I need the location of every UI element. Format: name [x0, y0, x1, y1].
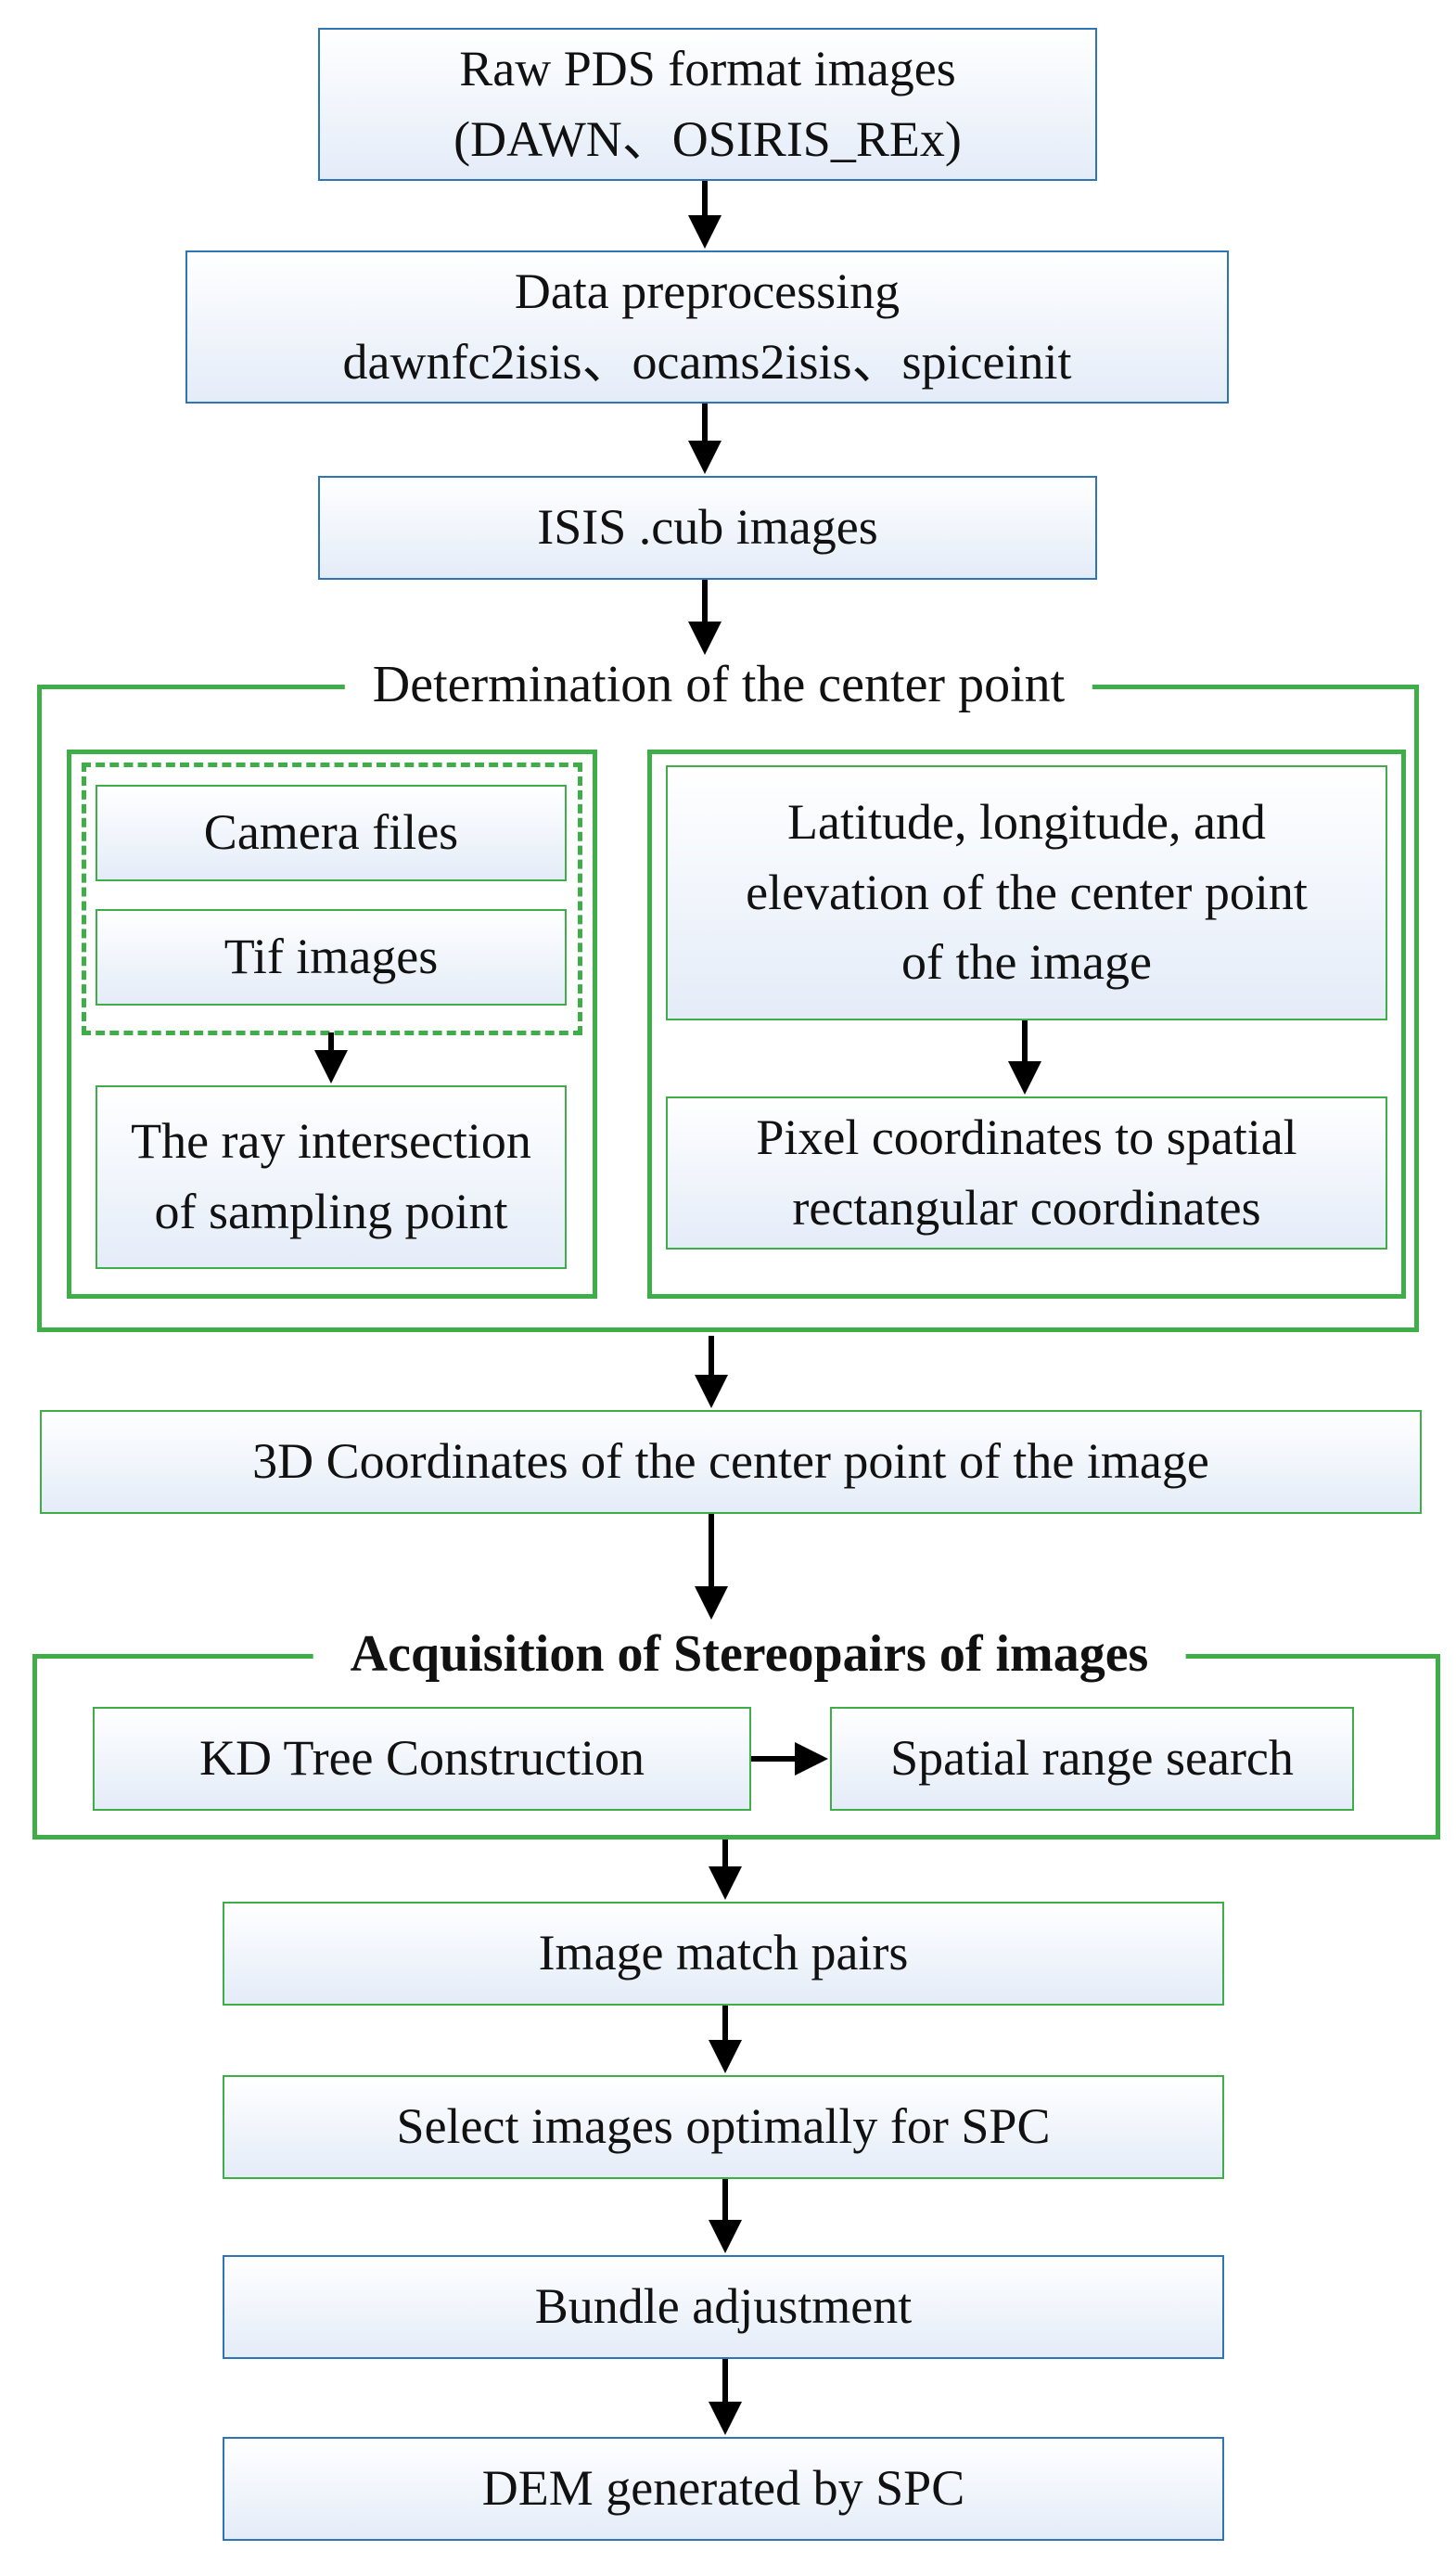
lat-lon-line2: elevation of the center point: [746, 864, 1308, 920]
pixel-coordinates-box: Pixel coordinates to spatial rectangular…: [666, 1096, 1387, 1250]
pixel-coords-line2: rectangular coordinates: [792, 1179, 1261, 1236]
spatial-range-search-box: Spatial range search: [830, 1707, 1354, 1811]
ray-intersection-line2: of sampling point: [154, 1184, 508, 1239]
camera-files-label: Camera files: [203, 804, 459, 861]
coordinates-3d-box: 3D Coordinates of the center point of th…: [40, 1410, 1422, 1514]
lat-lon-line1: Latitude, longitude, and: [787, 794, 1266, 851]
tif-images-box: Tif images: [96, 909, 567, 1006]
lat-lon-line3: of the image: [901, 934, 1152, 991]
select-images-box: Select images optimally for SPC: [223, 2075, 1224, 2179]
isis-cub-label: ISIS .cub images: [537, 499, 878, 556]
center-point-group-label: Determination of the center point: [344, 655, 1093, 714]
preprocessing-line2: dawnfc2isis、ocams2isis、spiceinit: [342, 333, 1072, 390]
camera-files-box: Camera files: [96, 785, 567, 881]
stereopairs-group-label: Acquisition of Stereopairs of images: [313, 1624, 1186, 1684]
dem-generated-box: DEM generated by SPC: [223, 2437, 1224, 2541]
dem-label: DEM generated by SPC: [481, 2460, 965, 2517]
tif-images-label: Tif images: [224, 929, 439, 985]
bundle-adjustment-label: Bundle adjustment: [534, 2278, 913, 2335]
raw-pds-line1: Raw PDS format images: [459, 40, 956, 96]
pixel-coords-line1: Pixel coordinates to spatial: [756, 1109, 1297, 1165]
kd-tree-construction-box: KD Tree Construction: [93, 1707, 751, 1811]
isis-cub-images-box: ISIS .cub images: [318, 476, 1097, 580]
bundle-adjustment-box: Bundle adjustment: [223, 2255, 1224, 2359]
data-preprocessing-box: Data preprocessing dawnfc2isis、ocams2isi…: [185, 250, 1229, 404]
kd-tree-label: KD Tree Construction: [198, 1730, 645, 1787]
right-subgroup-frame: [647, 750, 1406, 1299]
select-images-label: Select images optimally for SPC: [396, 2098, 1051, 2155]
left-subgroup-frame: [67, 750, 597, 1299]
coordinates-3d-label: 3D Coordinates of the center point of th…: [252, 1433, 1209, 1490]
raw-pds-images-box: Raw PDS format images (DAWN、OSIRIS_REx): [318, 28, 1097, 181]
ray-intersection-box: The ray intersection of sampling point: [96, 1085, 567, 1269]
raw-pds-line2: (DAWN、OSIRIS_REx): [453, 110, 962, 167]
preprocessing-line1: Data preprocessing: [514, 263, 900, 319]
range-search-label: Spatial range search: [890, 1730, 1294, 1787]
image-match-pairs-box: Image match pairs: [223, 1902, 1224, 2006]
ray-intersection-line1: The ray intersection: [131, 1113, 531, 1170]
match-pairs-label: Image match pairs: [538, 1925, 909, 1981]
lat-lon-elevation-box: Latitude, longitude, and elevation of th…: [666, 765, 1387, 1020]
